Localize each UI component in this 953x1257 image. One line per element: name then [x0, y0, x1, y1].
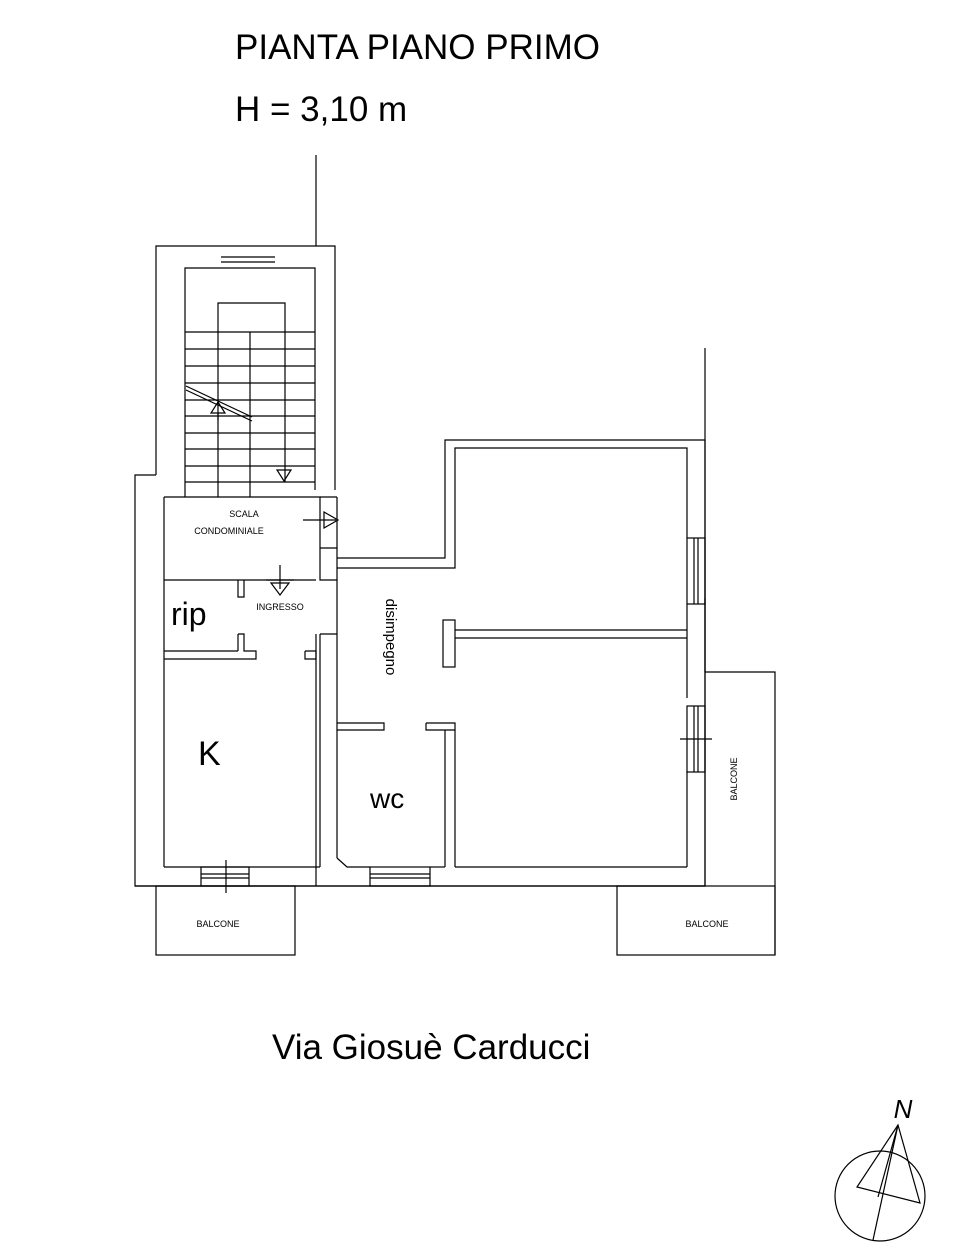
bathroom-label: wc: [369, 783, 404, 814]
balcony-side-label: BALCONE: [729, 757, 739, 800]
stairwell-walls: [155, 245, 336, 497]
bedroom-partition: [442, 619, 687, 867]
kitchen-label: K: [198, 735, 221, 773]
bathroom-walls: [336, 722, 456, 868]
balcony-side: [705, 671, 776, 955]
storage-label: rip: [171, 596, 207, 632]
balcony-left: [155, 885, 296, 956]
balcony-right-label: BALCONE: [685, 919, 728, 929]
hallway-label: disimpegno: [382, 599, 399, 676]
plan-title: PIANTA PIANO PRIMO: [235, 28, 600, 67]
entrance-label: INGRESSO: [256, 602, 304, 612]
stair-label-line1: SCALA: [229, 509, 259, 519]
balcony-left-label: BALCONE: [196, 919, 239, 929]
stair-label-line2: CONDOMINIALE: [194, 526, 264, 536]
storage-walls: [164, 580, 337, 886]
right-windows: [680, 537, 712, 773]
north-label: N: [894, 1094, 913, 1124]
ceiling-height-label: H = 3,10 m: [235, 90, 408, 129]
north-arrow: [834, 1123, 926, 1242]
entrance-markers: [266, 510, 340, 596]
stair-flights: [185, 302, 315, 497]
outer-walls: [134, 439, 706, 887]
street-name: Via Giosuè Carducci: [272, 1028, 591, 1067]
